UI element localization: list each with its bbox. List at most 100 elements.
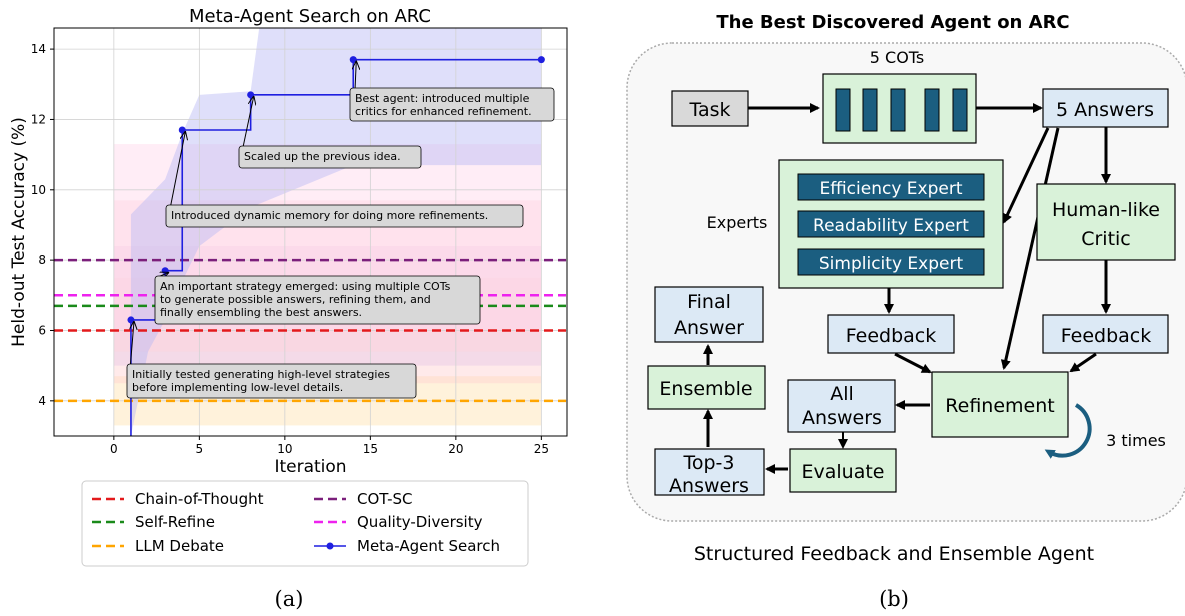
annotation-arrow — [169, 132, 185, 210]
expert-simplicity: Simplicity Expert — [819, 254, 964, 274]
cot-bar — [890, 88, 906, 132]
x-tick-label: 5 — [196, 442, 204, 456]
x-tick-label: 0 — [110, 442, 118, 456]
cot-bar — [952, 88, 968, 132]
legend-marker — [326, 542, 334, 550]
refinement-label: Refinement — [945, 395, 1054, 417]
data-point — [349, 56, 357, 64]
annotation-arrow — [355, 62, 356, 91]
annotation-text: critics for enhanced refinement. — [355, 105, 532, 118]
annotation-box — [154, 275, 481, 325]
connectors — [703, 103, 1111, 474]
x-tick-label: 20 — [448, 442, 463, 456]
final-box — [654, 286, 764, 343]
plot-frame — [53, 27, 568, 437]
y-tick-label: 12 — [31, 112, 46, 126]
x-tick-label: 15 — [363, 442, 378, 456]
arrow-answers-refinement — [1000, 127, 1060, 370]
y-tick-label: 10 — [31, 183, 46, 197]
annotation-text: Scaled up the previous idea. — [244, 150, 401, 163]
task-box — [671, 90, 749, 127]
arrow-feedback-refinement-left — [894, 352, 932, 374]
y-axis-label: Held-out Test Accuracy (%) — [9, 117, 29, 347]
chart-panel: Meta-Agent Search on ARC Best agent: int… — [9, 6, 568, 611]
ensemble-box — [647, 365, 766, 410]
x-tick-label: 25 — [534, 442, 549, 456]
data-point — [127, 316, 135, 324]
final-line2: Answer — [674, 317, 744, 339]
annotation-text: An important strategy emerged: using mul… — [160, 280, 451, 293]
ensemble-label: Ensemble — [659, 378, 752, 400]
annotation-text: Introduced dynamic memory for doing more… — [171, 209, 488, 222]
annotation-box — [349, 87, 555, 122]
x-tick-label: 10 — [277, 442, 292, 456]
arrow-answers-experts — [1002, 127, 1050, 224]
annotation-box — [238, 145, 422, 169]
allanswers-box — [787, 379, 896, 433]
times-label: 3 times — [1106, 431, 1166, 450]
annotation-text: finally ensembling the best answers. — [160, 306, 362, 319]
annotation-box — [126, 363, 417, 399]
feedback-left: Feedback — [846, 325, 936, 347]
chart-title: Meta-Agent Search on ARC — [189, 6, 431, 27]
feedback-right: Feedback — [1061, 325, 1151, 347]
annotation-text: Best agent: introduced multiple — [355, 92, 530, 105]
annotation-arrow — [241, 97, 254, 153]
allanswers-line1: All — [830, 383, 854, 405]
allanswers-line2: Answers — [802, 407, 882, 429]
cot-bar — [835, 88, 851, 132]
diagram-subtitle: Structured Feedback and Ensemble Agent — [694, 543, 1094, 565]
y-tick-label: 8 — [38, 253, 46, 267]
annotation-box — [165, 204, 524, 228]
legend-label: COT-SC — [357, 490, 412, 508]
evaluate-box — [789, 448, 897, 493]
top3-box — [654, 448, 765, 496]
expert-box-readability — [797, 210, 985, 238]
critic-line2: Critic — [1081, 228, 1131, 250]
task-label: Task — [688, 99, 730, 121]
caption-a: (a) — [275, 587, 304, 611]
legend-label: Meta-Agent Search — [357, 537, 500, 555]
answers5-label: 5 Answers — [1056, 99, 1154, 121]
arrow-feedback-refinement-right — [1069, 352, 1097, 373]
annotation-arrow — [130, 322, 134, 371]
legend-label: Quality-Diversity — [357, 513, 483, 531]
cot-bar — [862, 88, 878, 132]
x-axis-label: Iteration — [274, 457, 346, 477]
agent-diagram: The Best Discovered Agent on ARC Task 5 … — [626, 12, 1185, 611]
top3-line1: Top-3 — [682, 452, 734, 474]
legend-label: Self-Refine — [135, 513, 215, 531]
experts-label: Experts — [707, 213, 768, 232]
legend: Chain-of-Thought COT-SC Self-Refine Quality… — [81, 480, 529, 567]
annotation-text: to generate possible answers, refining t… — [160, 293, 431, 306]
loop-arrow-icon — [1044, 403, 1092, 459]
data-point — [537, 56, 545, 64]
y-tick-label: 14 — [31, 42, 46, 56]
legend-frame — [81, 480, 529, 567]
feedback-right-box — [1042, 314, 1169, 354]
legend-label: Chain-of-Thought — [135, 490, 264, 508]
evaluate-label: Evaluate — [802, 461, 885, 483]
caption-b: (b) — [879, 587, 909, 611]
annotation-text: before implementing low-level details. — [132, 381, 343, 394]
top3-line2: Answers — [669, 475, 749, 497]
feedback-left-box — [827, 314, 955, 354]
legend-label: LLM Debate — [135, 537, 224, 555]
cot-bar — [924, 88, 940, 132]
cots-label: 5 COTs — [870, 48, 925, 67]
expert-box-efficiency — [797, 173, 985, 201]
y-tick-label: 6 — [38, 323, 46, 337]
cot-bars — [835, 88, 968, 132]
diagram-title: The Best Discovered Agent on ARC — [716, 12, 1069, 33]
expert-box-simplicity — [797, 248, 985, 276]
y-tick-label: 4 — [38, 394, 46, 408]
expert-readability: Readability Expert — [813, 216, 969, 236]
expert-efficiency: Efficiency Expert — [820, 179, 963, 199]
annotation-text: Initially tested generating high-level s… — [132, 368, 390, 381]
critic-line1: Human-like — [1052, 199, 1160, 221]
final-line1: Final — [687, 291, 731, 313]
answers5-box — [1042, 88, 1169, 128]
refinement-box — [931, 371, 1069, 438]
